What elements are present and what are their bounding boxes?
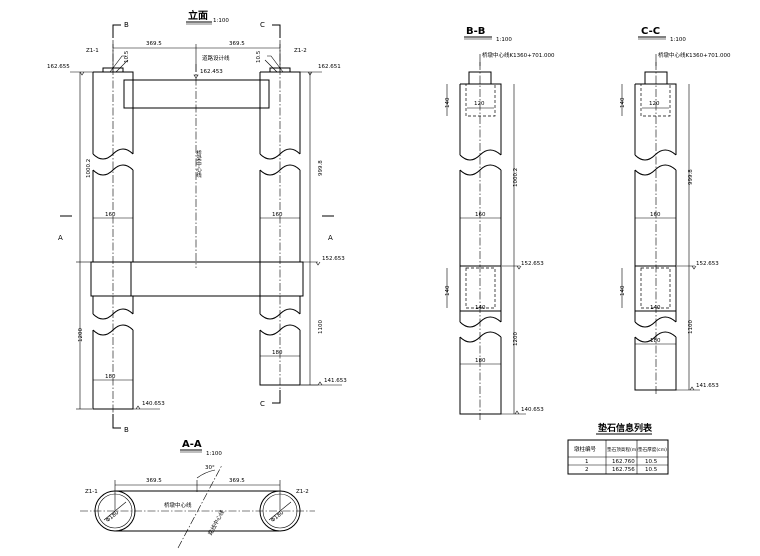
dia-upper-left: 160: [105, 212, 116, 218]
pad-table-row-2-col-0: 2: [585, 467, 589, 473]
pad-table-row-2-col-1: 162.756: [612, 467, 635, 473]
dim-spacing-right: 369.5: [229, 41, 245, 47]
section-cc-beam-dim: 140: [620, 285, 626, 296]
section-cc-pad-dim: 120: [649, 101, 660, 107]
section-cc-title: C-C: [641, 26, 660, 37]
plan-aa-scale: 1:100: [206, 451, 222, 457]
height-right-upper: 999.8: [318, 160, 324, 176]
dim-spacing-left: 369.5: [146, 41, 162, 47]
plan-road-label: 路线中心线: [206, 508, 226, 536]
plan-spacing-right: 369.5: [229, 478, 245, 484]
section-cc-height-upper: 999.8: [688, 169, 694, 185]
section-mark-c-top: C: [260, 21, 265, 29]
plan-dia-left: Φ180: [105, 510, 121, 524]
pad-table-row-2-col-2: 10.5: [645, 467, 658, 473]
pier-label-z1-2: Z1-2: [294, 48, 307, 54]
elevation-title: 立面: [188, 9, 208, 22]
dia-lower-right: 180: [272, 350, 283, 356]
section-bb-dia-lower: 180: [475, 358, 486, 364]
plan-pier-label-z1-1: Z1-1: [85, 489, 98, 495]
plan-spacing-left: 369.5: [146, 478, 162, 484]
pad-table-header-0: 墩柱编号: [574, 445, 597, 453]
pad-info-table: 垫石信息列表 墩柱编号 垫石顶高程(m) 垫石厚度(cm) 1 162.760 …: [567, 422, 669, 475]
section-bb-bottom-elev: 140.653: [521, 407, 544, 413]
section-cc-bottom-elev: 141.653: [696, 383, 719, 389]
pad-table-row-1-col-1: 162.760: [612, 459, 635, 465]
section-mark-b-top: B: [124, 21, 129, 29]
section-cc-scale: 1:100: [670, 37, 686, 43]
pad-table-row-1-col-0: 1: [585, 459, 589, 465]
height-left-upper: 1000.2: [86, 159, 92, 178]
section-cc-dia-upper: 160: [650, 212, 661, 218]
plan-centerline-label: 桥墩中心线: [164, 501, 192, 509]
plan-aa-view: A-A 1:100 369.5 369.5 Z1-1 Z1-2 Φ180 Φ18…: [80, 439, 315, 549]
section-mark-b-bottom: B: [124, 426, 129, 434]
section-mark-a-right: A: [328, 234, 333, 242]
section-cc-dia-mid: 140: [650, 305, 661, 311]
section-bb-height-lower: 1200: [513, 332, 519, 346]
elevation-scale: 1:100: [213, 18, 229, 24]
design-elevation: 162.453: [200, 69, 223, 75]
pier-label-z1-1: Z1-1: [86, 48, 99, 54]
section-bb-beam-dim: 140: [445, 285, 451, 296]
dia-lower-left: 180: [105, 374, 116, 380]
pad-table-header-1: 垫石顶高程(m): [607, 446, 638, 453]
section-bb-mid-elev: 152.653: [521, 261, 544, 267]
bottom-elevation-left: 140.653: [142, 401, 165, 407]
plan-aa-title: A-A: [182, 439, 202, 450]
section-bb-pad-dim: 120: [474, 101, 485, 107]
bridge-centerline-label: 桥梁中心线: [195, 149, 202, 178]
section-mark-a-left: A: [58, 234, 63, 242]
section-bb-title: B-B: [466, 26, 485, 37]
height-right-lower: 1100: [318, 320, 324, 334]
section-bb-centerline: 桥墩中心线K1360+701.000: [482, 51, 555, 59]
section-cc-cap-dim: 140: [620, 97, 626, 108]
section-cc-mid-elev: 152.653: [696, 261, 719, 267]
plan-dia-right: Φ180: [270, 510, 286, 524]
pad-thickness-right: 10.5: [256, 50, 262, 63]
plan-pier-label-z1-2: Z1-2: [296, 489, 309, 495]
elevation-view: 立面 1:100 B C B C A A 369.5 369.5 Z1-1 Z1…: [47, 9, 347, 434]
dia-upper-right: 160: [272, 212, 283, 218]
section-bb-cap-dim: 140: [445, 97, 451, 108]
top-elevation-left: 162.655: [47, 64, 70, 70]
section-bb-view: B-B 1:100 桥墩中心线K1360+701.000 120 140 160…: [445, 26, 555, 420]
section-bb-dia-upper: 160: [475, 212, 486, 218]
top-elevation-right: 162.651: [318, 64, 341, 70]
mid-elevation: 152.653: [322, 256, 345, 262]
pad-table-title: 垫石信息列表: [598, 422, 653, 434]
section-cc-dia-lower: 180: [650, 338, 661, 344]
section-bb-dia-mid: 140: [475, 305, 486, 311]
pad-table-header-2: 垫石厚度(cm): [638, 446, 667, 453]
section-cc-centerline: 桥墩中心线K1360+701.000: [658, 51, 731, 59]
section-cc-height-lower: 1100: [688, 320, 694, 334]
section-mark-c-bottom: C: [260, 400, 265, 408]
bottom-elevation-right: 141.653: [324, 378, 347, 384]
section-cc-view: C-C 1:100 桥墩中心线K1360+701.000 120 140 160…: [620, 26, 731, 396]
plan-angle: 30°: [205, 465, 215, 471]
section-bb-scale: 1:100: [496, 37, 512, 43]
road-design-line-label: 道路设计线: [202, 54, 230, 62]
section-bb-height-upper: 1000.2: [513, 168, 519, 187]
height-left-lower: 1200: [78, 328, 84, 342]
pad-table-row-1-col-2: 10.5: [645, 459, 658, 465]
pad-thickness-left: 10.5: [124, 50, 130, 63]
